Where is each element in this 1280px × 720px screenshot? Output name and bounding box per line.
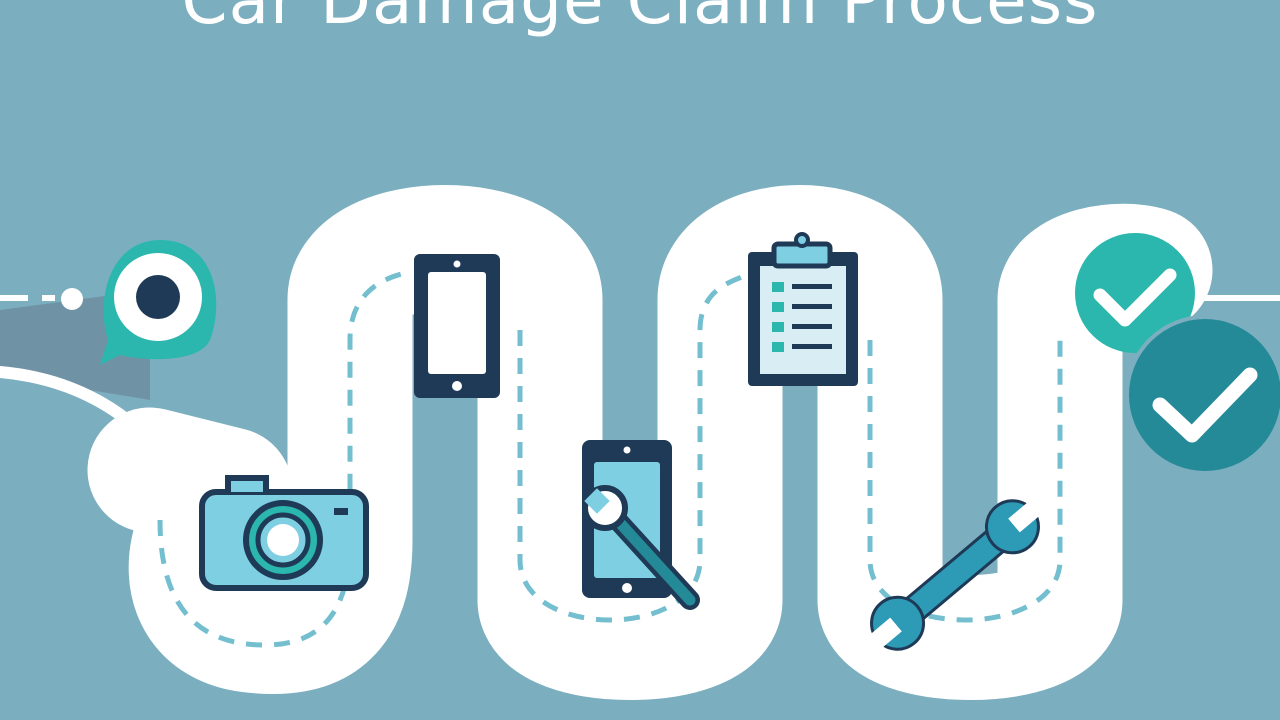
wrench-icon (870, 499, 1040, 651)
clipboard-checklist-icon (748, 232, 858, 386)
camera-icon (199, 475, 369, 591)
phone-wrench-icon (582, 440, 700, 610)
page-title: Car Damage Claim Process (181, 0, 1099, 39)
smartphone-icon (414, 254, 500, 398)
winding-road (87, 185, 1213, 700)
checkmark-circle-icon-large (1125, 315, 1280, 475)
checkmark-circle-icon (1075, 233, 1195, 353)
location-pin-icon (100, 240, 217, 365)
